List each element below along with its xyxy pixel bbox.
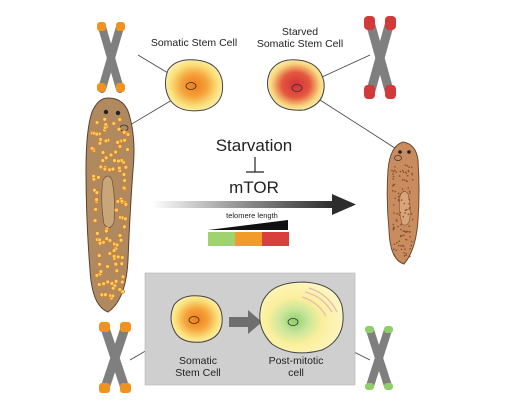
chromosome-red-top-icon [364,16,396,99]
starved-stem-cell-top [266,59,325,111]
starved-label-line1: Starved [282,26,318,38]
differentiation-arrow-icon [229,310,262,334]
planarian-small-icon [386,141,420,265]
somatic-stem-cell-top-label: Somatic Stem Cell [151,37,237,49]
inhibition-symbol [246,157,264,173]
somatic-stem-cell-top [164,59,224,112]
telomere-scale-green [208,232,235,246]
starvation-label: Starvation [216,136,293,155]
telomere-scale-red [262,232,289,246]
chromosome-orange-top-icon [97,22,125,93]
post-mitotic-line1: Post-mitotic [269,355,324,367]
post-mitotic-cell [259,281,344,354]
bottom-somatic-line1: Somatic [179,355,217,367]
planarian-large-icon [85,97,135,313]
telomere-scale [208,232,289,246]
progression-arrow-icon [152,194,356,215]
telomere-length-label: telomere length [226,211,278,220]
mtor-label: mTOR [229,178,279,197]
telomere-scale-orange [235,232,262,246]
chromosome-green-bottom-icon [365,326,393,390]
post-mitotic-line2: cell [288,367,304,379]
telomere-wedge [208,220,288,230]
starved-label-line2: Somatic Stem Cell [257,38,343,50]
chromosome-orange-bottom-icon [99,322,131,393]
somatic-stem-cell-bottom [170,295,223,343]
bottom-somatic-line2: Stem Cell [175,367,221,379]
